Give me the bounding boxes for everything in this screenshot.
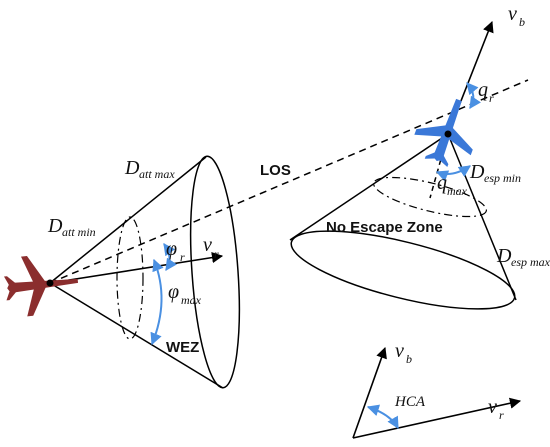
d-att-max-subscript: att max (139, 167, 175, 181)
q-max-subscript: max (447, 184, 468, 198)
vb-label: v (508, 3, 517, 25)
hca-vb-label: v (395, 340, 404, 362)
wez-label: WEZ (166, 339, 199, 356)
hca-vr-label: v (488, 396, 497, 418)
q-max-arc (435, 165, 471, 182)
no-escape-zone-label: No Escape Zone (326, 219, 443, 236)
hca-vb-vector (352, 346, 387, 439)
d-esp-min-subscript: esp min (484, 171, 521, 185)
d-att-min-subscript: att min (62, 225, 96, 239)
q-r-label: q (478, 79, 488, 101)
vb-subscript: b (519, 15, 525, 29)
d-esp-max-label: D (496, 245, 512, 267)
attacker-position-dot (46, 279, 54, 287)
attacker-velocity-vector (49, 252, 224, 284)
wez-cone (49, 155, 241, 389)
d-att-max-label: D (124, 157, 140, 179)
hca-vr-subscript: r (499, 408, 504, 422)
phi-max-label: φ (168, 281, 179, 303)
phi-max-subscript: max (181, 293, 202, 307)
phi-r-arc (163, 243, 177, 271)
att-min-section (116, 216, 144, 340)
hca-label: HCA (394, 394, 426, 410)
phi-r-label: φ (166, 238, 177, 260)
phi-r-subscript: r (180, 250, 185, 264)
phi-max-arc (150, 258, 164, 346)
los-line (49, 79, 529, 284)
hca-vr-vector (352, 397, 522, 439)
vr-subscript: r (214, 247, 219, 261)
hca-inset (352, 346, 522, 439)
hca-vb-subscript: b (406, 352, 412, 366)
los-label: LOS (260, 162, 291, 179)
attacker-aircraft-icon (3, 256, 79, 317)
vr-label: v (203, 234, 212, 256)
d-att-min-label: D (47, 215, 63, 237)
hca-arc (366, 404, 399, 430)
q-r-arc (466, 82, 481, 109)
target-position-dot (444, 130, 452, 138)
esp-min-section (373, 176, 487, 218)
d-esp-max-subscript: esp max (511, 255, 550, 269)
q-max-label: q (437, 172, 447, 194)
no-escape-zone-cone (289, 133, 517, 310)
q-r-subscript: r (489, 91, 494, 105)
d-esp-min-label: D (469, 161, 485, 183)
target-aircraft-icon (414, 98, 473, 167)
